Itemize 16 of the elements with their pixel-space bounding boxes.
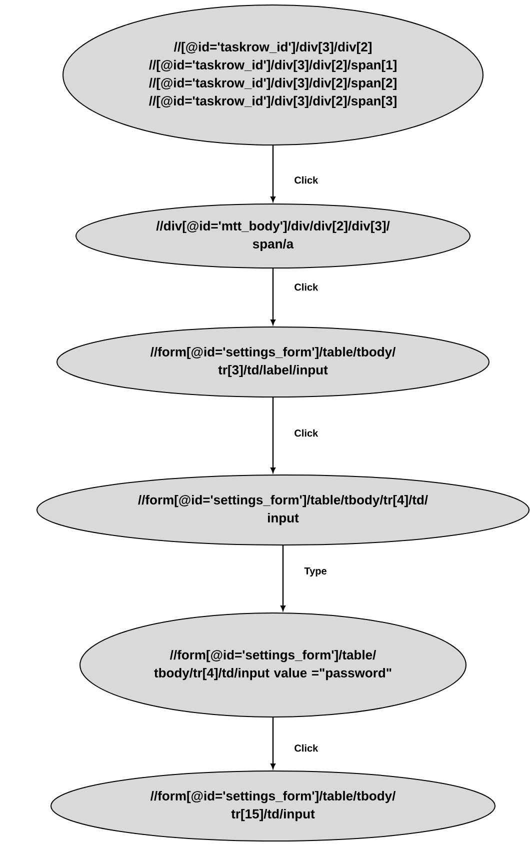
edge-label: Type [303,566,328,578]
arrow [280,546,286,611]
edge-label: Click [293,743,320,753]
arrow [270,146,276,202]
edge-label: Click [293,428,320,438]
edge-label: Click [293,175,320,185]
ellipse-node: //form[@id='settings_form']/table/tbody/ tr[15]/td/input [50,770,496,842]
arrow [270,398,276,473]
ellipse-node: //form[@id='settings_form']/table/tbody/ tr[3]/td/label/input [56,326,490,398]
edge-label: Click [293,282,320,292]
ellipse-node: //form[@id='settings_form']/table/ tbody/tr[4]/td/input value ="password" [80,612,466,718]
arrow [270,718,276,769]
ellipse-node: //[@id='taskrow_id']/div[3]/div[2] //[@id='taskrow_id']/div[3]/div[2]/span[1] //[@id='taskrow_id']/div[3]/div[2]/span[2] //[@id='taskrow_id']/div[3]/div[2]/span[3] [62,4,484,146]
ellipse-node: //form[@id='settings_form']/table/tbody/tr[4]/td/ input [36,474,530,546]
arrow [270,268,276,325]
ellipse-node: //div[@id='mtt_body']/div/div[2]/div[3]/ span/a [76,204,470,268]
